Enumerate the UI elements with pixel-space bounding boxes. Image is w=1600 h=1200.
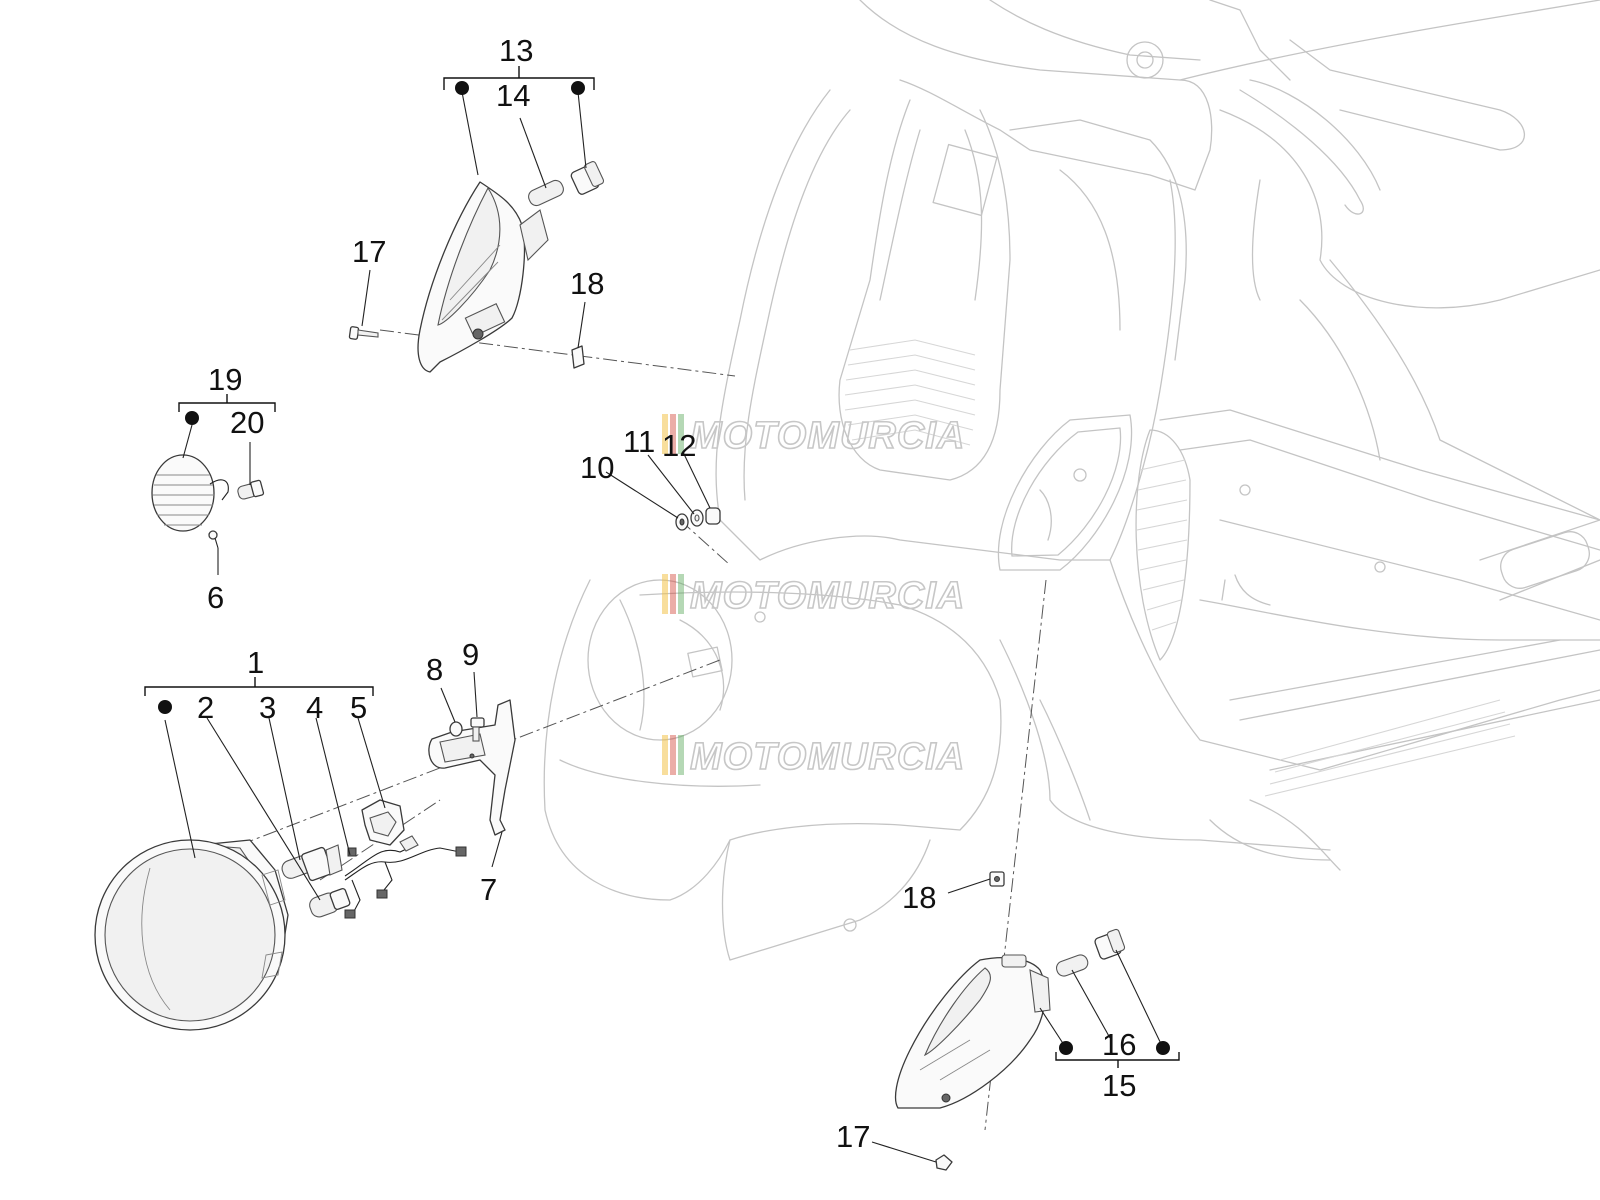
scooter-body-outline	[543, 0, 1600, 961]
front-indicator-upper	[417, 181, 549, 373]
callout-12: 12	[662, 428, 696, 463]
callout-17-upper: 17	[352, 234, 386, 269]
bulb-20	[237, 479, 265, 500]
bulb-16-lower	[1055, 954, 1089, 977]
lamp-19	[151, 454, 229, 532]
bulb-14-upper	[528, 179, 564, 207]
callout-20: 20	[230, 405, 264, 440]
watermark-2: MOTOMURCIA	[662, 574, 965, 618]
watermark-1: MOTOMURCIA	[662, 414, 965, 458]
washer-8	[449, 721, 463, 737]
screw-6	[208, 530, 219, 549]
washer-10	[675, 513, 689, 531]
front-indicator-lower	[894, 954, 1051, 1109]
callout-16: 16	[1102, 1027, 1136, 1062]
callout-11: 11	[623, 424, 655, 459]
watermark-3: MOTOMURCIA	[662, 735, 965, 779]
callout-6: 6	[207, 580, 224, 615]
clip-18-upper	[571, 345, 585, 369]
bulb-3-main	[281, 844, 343, 882]
callout-18-upper: 18	[570, 266, 604, 301]
clip-18-lower	[989, 871, 1005, 887]
leader-lines	[144, 66, 1180, 1163]
watermark-text: MOTOMURCIA	[690, 736, 965, 778]
nut-12	[705, 507, 721, 525]
callout-3: 3	[259, 690, 276, 725]
screw-17-lower	[935, 1154, 953, 1171]
callout-18-lower: 18	[902, 880, 936, 915]
callout-17-lower: 17	[836, 1119, 870, 1154]
callout-1: 1	[247, 645, 264, 680]
bulb-2	[309, 888, 351, 918]
callout-9: 9	[462, 637, 479, 672]
screw-17-upper	[348, 326, 379, 340]
watermark-text: MOTOMURCIA	[690, 415, 965, 457]
headlight-1	[94, 839, 289, 1031]
bulb-holder-5	[361, 799, 405, 846]
callout-14: 14	[496, 78, 530, 113]
bulb-socket-upper	[570, 161, 605, 195]
callout-7: 7	[480, 872, 497, 907]
callout-13: 13	[499, 33, 533, 68]
screw-9	[470, 717, 485, 742]
callout-5: 5	[350, 690, 367, 725]
callout-19: 19	[208, 362, 242, 397]
callout-8: 8	[426, 652, 443, 687]
callout-10: 10	[580, 450, 614, 485]
bulb-socket-lower	[1094, 928, 1126, 960]
bullet-dots	[158, 81, 1170, 1055]
callout-2: 2	[197, 690, 214, 725]
watermark-text: MOTOMURCIA	[690, 575, 965, 617]
callout-15: 15	[1102, 1068, 1136, 1103]
wiring-harness-4	[344, 835, 467, 919]
callout-4: 4	[306, 690, 323, 725]
callout-numbers: 13 14 17 18 19 20 10 11 12 6 1 2 3 4 5 8…	[197, 33, 1136, 1154]
